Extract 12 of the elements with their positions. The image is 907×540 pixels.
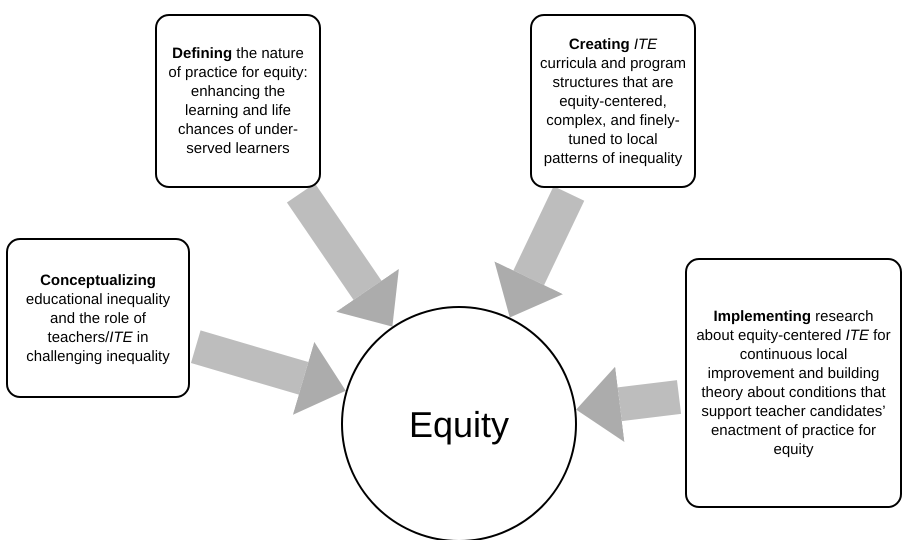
box-text: Implementing research about equity-centered ITE for continuous local improvement and building theory about conditions that support teacher candidates’ enactment of practice for equity — [695, 307, 892, 459]
box-text: Defining the nature of practice for equity: enhancing the learning and life chances of under-served learners — [167, 44, 309, 158]
box-text: Creating ITE curricula and program structures that are equity-centered, complex, and finely-tuned to local patterns of inequality — [540, 34, 686, 168]
block-arrow — [494, 186, 584, 318]
text-box — [155, 14, 321, 188]
block-arrow — [286, 183, 399, 327]
box-text: Conceptualizing educational inequality and the role of teachers/ITE in challenging inequality — [24, 270, 172, 366]
node-label: Equity — [408, 402, 510, 446]
text-box — [6, 238, 190, 398]
text-box — [685, 258, 902, 508]
text-box — [530, 14, 696, 188]
block-arrow — [191, 330, 346, 415]
